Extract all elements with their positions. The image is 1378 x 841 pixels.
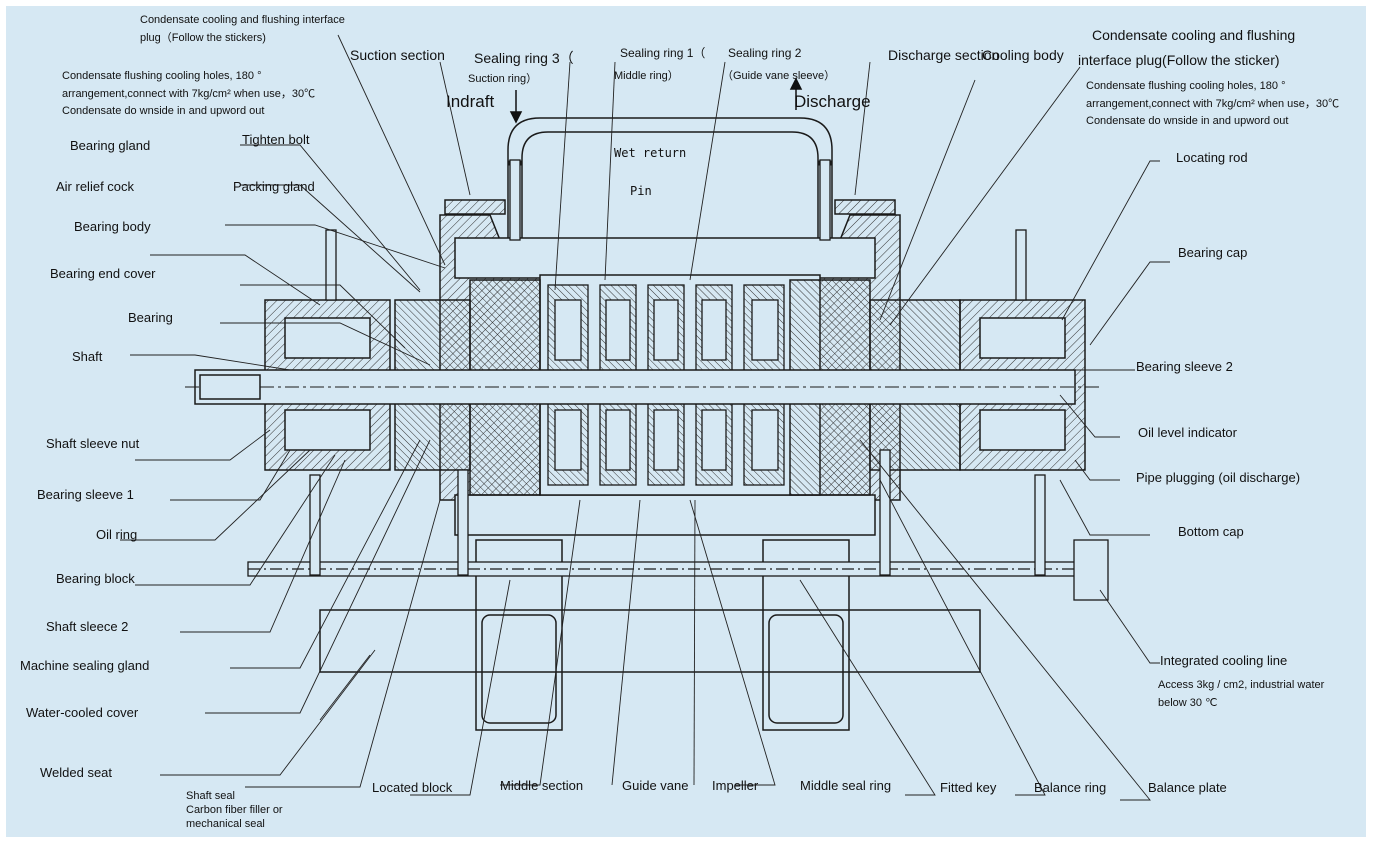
pipe-plugging-label: Pipe plugging (oil discharge): [1136, 470, 1301, 485]
middle-section-label: Middle section: [500, 778, 584, 793]
top-right-plug-line1: Condensate cooling and flushing: [1092, 27, 1296, 43]
shaft-sleeve-2-left-label: Shaft sleece 2: [46, 619, 129, 634]
oil-ring-label: Oil ring: [96, 527, 138, 542]
leader-lines: [120, 34, 1170, 801]
bearing-end-cover-label: Bearing end cover: [50, 266, 156, 281]
flow-arrows: [509, 77, 803, 124]
bearing-label: Bearing: [128, 310, 173, 325]
tighten-bolt-label: Tighten bolt: [242, 132, 310, 147]
sealing-ring-2-label: Sealing ring 2: [728, 46, 802, 60]
guide-vane-label: Guide vane: [622, 778, 689, 793]
fitted-key-label: Fitted key: [940, 780, 997, 795]
balance-ring-label: Balance ring: [1034, 780, 1107, 795]
bearing-sleeve-1-label: Bearing sleeve 1: [37, 487, 134, 502]
bearing-sleeve-2-label: Bearing sleeve 2: [1136, 359, 1233, 374]
suction-ring-label: Suction ring）: [468, 73, 538, 85]
top-right-holes-note: Condensate flushing cooling holes, 180 °…: [1086, 80, 1340, 128]
pin-label: Pin: [630, 184, 652, 198]
bearing-cap-label: Bearing cap: [1178, 245, 1248, 260]
indraft-label: Indraft: [446, 92, 495, 111]
discharge-label: Discharge: [794, 92, 871, 111]
top-left-holes-note: Condensate flushing cooling holes, 180 °…: [62, 70, 316, 118]
bearing-block-label: Bearing block: [56, 571, 135, 586]
welded-seat-label: Welded seat: [40, 765, 113, 780]
shaft-label: Shaft: [72, 349, 103, 364]
middle-ring-label: Middle ring）: [614, 70, 679, 82]
shaft-seal-note: Shaft seal Carbon fiber filler or mechan…: [186, 790, 283, 830]
bolts-rods: [309, 159, 1046, 576]
welded-seat-frame: [319, 539, 981, 731]
bearing-gland-label: Bearing gland: [70, 138, 151, 153]
top-right-plug-line2: interface plug(Follow the sticker): [1078, 52, 1280, 68]
sealing-ring-1-label: Sealing ring 1（: [620, 46, 706, 60]
located-block-label: Located block: [372, 780, 453, 795]
wet-return-label: Wet return: [614, 146, 687, 160]
shaft: [185, 369, 1100, 405]
bearing-body-label: Bearing body: [74, 219, 151, 234]
impeller-label: Impeller: [712, 778, 759, 793]
shaft-sleeve-nut-label: Shaft sleeve nut: [46, 436, 140, 451]
integrated-cooling-line-label: Integrated cooling line: [1160, 653, 1288, 668]
cooling-line-note: Access 3kg / cm2, industrial water below…: [1158, 679, 1325, 709]
sealing-ring-3-label: Sealing ring 3（: [474, 50, 574, 66]
packing-gland-label: Packing gland: [233, 179, 315, 194]
guide-vane-sleeve-label: （Guide vane sleeve）: [722, 70, 836, 82]
cooling-body-label: Cooling body: [982, 47, 1064, 63]
top-left-plug-label: Condensate cooling and flushing interfac…: [140, 14, 345, 44]
air-relief-cock-label: Air relief cock: [56, 179, 135, 194]
oil-level-indicator-label: Oil level indicator: [1138, 425, 1237, 440]
locating-rod-label: Locating rod: [1176, 150, 1248, 165]
water-cooled-cover-label: Water-cooled cover: [26, 705, 139, 720]
cooling-pipe: [247, 539, 1109, 601]
discharge-section-label: Discharge section: [888, 47, 1000, 63]
suction-section-label: Suction section: [350, 47, 445, 63]
balance-plate-label: Balance plate: [1148, 780, 1227, 795]
bottom-cap-label: Bottom cap: [1178, 524, 1244, 539]
machine-sealing-gland-label: Machine sealing gland: [20, 658, 150, 673]
middle-seal-ring-label: Middle seal ring: [800, 778, 892, 793]
